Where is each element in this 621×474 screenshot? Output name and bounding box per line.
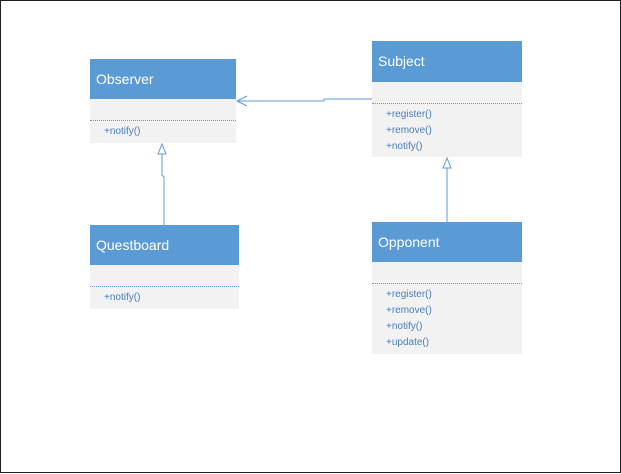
opponent-method-register: +register() (386, 289, 432, 300)
opponent-method-notify: +notify() (386, 321, 423, 332)
subject-class-name: Subject (372, 41, 522, 82)
opponent-generalization-arrowhead (442, 156, 452, 169)
opponent-method-remove: +remove() (386, 305, 432, 316)
observer-methods: +notify() (90, 121, 236, 144)
observer-class[interactable]: Observer +notify() (90, 59, 236, 143)
subject-methods: +register() +remove() +notify() (372, 104, 522, 159)
questboard-observer-generalization-line (161, 154, 165, 225)
subject-class[interactable]: Subject +register() +remove() +notify() (372, 41, 522, 157)
observer-attributes (90, 99, 236, 121)
questboard-methods: +notify() (90, 287, 239, 310)
questboard-attributes (90, 265, 239, 287)
opponent-methods: +register() +remove() +notify() +update(… (372, 284, 522, 355)
opponent-class-name: Opponent (372, 222, 522, 262)
observer-class-name: Observer (90, 59, 236, 99)
association-arrowhead (235, 95, 248, 107)
questboard-class-name: Questboard (90, 225, 239, 265)
opponent-method-update: +update() (386, 337, 430, 348)
observer-method-notify: +notify() (104, 126, 141, 137)
subject-method-remove: +remove() (386, 125, 432, 136)
opponent-attributes (372, 262, 522, 284)
subject-method-notify: +notify() (386, 141, 423, 152)
subject-observer-association-line (238, 98, 372, 102)
opponent-class[interactable]: Opponent +register() +remove() +notify()… (372, 222, 522, 354)
questboard-generalization-arrowhead (157, 142, 167, 155)
subject-attributes (372, 82, 522, 104)
questboard-class[interactable]: Questboard +notify() (90, 225, 239, 309)
questboard-method-notify: +notify() (104, 292, 141, 303)
subject-method-register: +register() (386, 109, 432, 120)
